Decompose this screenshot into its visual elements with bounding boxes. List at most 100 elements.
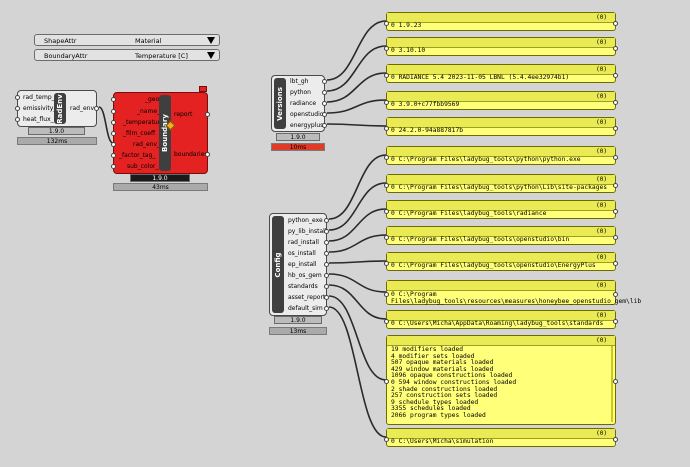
output-grip[interactable] <box>322 123 327 128</box>
wire[interactable] <box>98 106 114 144</box>
panel-scrollbar[interactable] <box>611 346 613 422</box>
text-panel[interactable]: (0)0 C:\Users\Micha\simulation <box>384 428 618 447</box>
panel-header: (0) <box>387 92 615 102</box>
input-grip[interactable] <box>111 153 116 158</box>
wire[interactable] <box>328 284 387 320</box>
wire[interactable] <box>328 295 387 381</box>
wire[interactable] <box>326 99 387 114</box>
panel-input-grip[interactable] <box>384 125 389 131</box>
output-grip[interactable] <box>322 90 327 95</box>
input-grip[interactable] <box>15 106 20 111</box>
output-grip[interactable] <box>322 79 327 84</box>
wire[interactable] <box>326 20 387 81</box>
panel-output-grip[interactable] <box>613 291 618 297</box>
input-grip[interactable] <box>111 109 116 114</box>
output-grip[interactable] <box>324 251 329 256</box>
panel-output-grip[interactable] <box>613 379 618 384</box>
panel-output-grip[interactable] <box>613 20 618 26</box>
value-list-shape-attr[interactable]: ShapeAttr Material <box>34 34 220 46</box>
wire[interactable] <box>328 273 387 293</box>
output-grip[interactable] <box>324 240 329 245</box>
text-panel[interactable]: (0)0 C:\Program Files\ladybug_tools\pyth… <box>384 146 618 165</box>
text-panel[interactable]: (0)0 3.10.10 <box>384 37 618 56</box>
panel-input-grip[interactable] <box>384 154 389 160</box>
input-grip[interactable] <box>111 131 116 136</box>
dropdown-arrow-icon[interactable] <box>207 37 215 44</box>
text-panel[interactable]: (0)0 C:\Program Files\ladybug_tools\open… <box>384 252 618 271</box>
value-list-boundary-attr[interactable]: BoundaryAttr Temperature [C] <box>34 49 220 61</box>
panel-output-grip[interactable] <box>613 125 618 131</box>
output-grip[interactable] <box>324 273 329 278</box>
text-panel[interactable]: (0)0 C:\Program Files\ladybug_tools\radi… <box>384 200 618 219</box>
panel-input-grip[interactable] <box>384 208 389 214</box>
wire[interactable] <box>328 234 387 253</box>
input-grip[interactable] <box>15 117 20 122</box>
panel-content: 0 RADIANCE 5.4 2023-11-05 LBNL (5.4.4ee3… <box>391 74 612 82</box>
input-grip[interactable] <box>111 142 116 147</box>
panel-item-count: (0) <box>596 66 607 73</box>
config-component[interactable]: Config python_exe py_lib_install rad_ins… <box>269 213 329 316</box>
output-grip[interactable] <box>324 295 329 300</box>
output-grip[interactable] <box>94 106 99 111</box>
panel-input-grip[interactable] <box>384 436 389 442</box>
text-panel[interactable]: (0)0 24.2.0-94a887817b <box>384 117 618 136</box>
panel-input-grip[interactable] <box>384 182 389 188</box>
wire[interactable] <box>326 45 387 92</box>
panel-input-grip[interactable] <box>384 318 389 324</box>
version-badge: 1.9.0 <box>274 316 322 324</box>
output-openstudio: openstudio <box>290 111 324 118</box>
output-grip[interactable] <box>324 218 329 223</box>
output-grip[interactable] <box>324 284 329 289</box>
boundary-component[interactable]: _geo _name_ _temperature _film_coeff rad… <box>111 92 210 174</box>
wire[interactable] <box>328 306 387 438</box>
panel-output-grip[interactable] <box>613 208 618 214</box>
panel-input-grip[interactable] <box>384 234 389 240</box>
input-grip[interactable] <box>111 164 116 169</box>
wire[interactable] <box>328 260 387 264</box>
panel-output-grip[interactable] <box>613 318 618 324</box>
panel-item-count: (0) <box>596 312 607 319</box>
output-grip[interactable] <box>322 101 327 106</box>
panel-line: 0 3.9.0+c77fbb9569 <box>391 101 460 108</box>
wire[interactable] <box>326 123 387 127</box>
output-grip[interactable] <box>205 152 210 157</box>
panel-input-grip[interactable] <box>384 72 389 78</box>
dropdown-arrow-icon[interactable] <box>207 52 215 59</box>
panel-input-grip[interactable] <box>384 379 389 384</box>
text-panel[interactable]: (0)0 C:\Users\Micha\AppData\Roaming\lady… <box>384 310 618 329</box>
panel-output-grip[interactable] <box>613 260 618 266</box>
output-grip[interactable] <box>322 112 327 117</box>
panel-input-grip[interactable] <box>384 45 389 51</box>
output-grip[interactable] <box>205 112 210 117</box>
input-grip[interactable] <box>111 120 116 125</box>
panel-output-grip[interactable] <box>613 154 618 160</box>
output-grip[interactable] <box>324 306 329 311</box>
text-panel[interactable]: (0)0 C:\Program Files\ladybug_tools\pyth… <box>384 174 618 193</box>
text-panel[interactable]: (0)0 3.9.0+c77fbb9569 <box>384 91 618 110</box>
panel-input-grip[interactable] <box>384 260 389 266</box>
panel-input-grip[interactable] <box>384 20 389 26</box>
panel-output-grip[interactable] <box>613 436 618 442</box>
text-panel[interactable]: (0)0 C:\Program Files\ladybug_tools\open… <box>384 226 618 245</box>
output-grip[interactable] <box>324 229 329 234</box>
versions-component[interactable]: Versions lbt_gh python radiance openstud… <box>271 75 327 132</box>
wire[interactable] <box>328 154 387 220</box>
text-panel[interactable]: (0)0 1.9.23 <box>384 12 618 31</box>
panel-input-grip[interactable] <box>384 291 389 297</box>
wire[interactable] <box>328 208 387 242</box>
wire[interactable] <box>326 72 387 103</box>
text-panel[interactable]: (0)0 RADIANCE 5.4 2023-11-05 LBNL (5.4.4… <box>384 64 618 83</box>
panel-output-grip[interactable] <box>613 72 618 78</box>
radenv-component[interactable]: rad_temp_ emissivity_ heat_flux_ RadEnv … <box>15 90 99 127</box>
wire[interactable] <box>328 182 387 231</box>
output-grip[interactable] <box>324 262 329 267</box>
panel-output-grip[interactable] <box>613 99 618 105</box>
panel-output-grip[interactable] <box>613 234 618 240</box>
panel-output-grip[interactable] <box>613 45 618 51</box>
panel-output-grip[interactable] <box>613 182 618 188</box>
panel-input-grip[interactable] <box>384 99 389 105</box>
input-grip[interactable] <box>111 97 116 102</box>
input-grip[interactable] <box>15 95 20 100</box>
